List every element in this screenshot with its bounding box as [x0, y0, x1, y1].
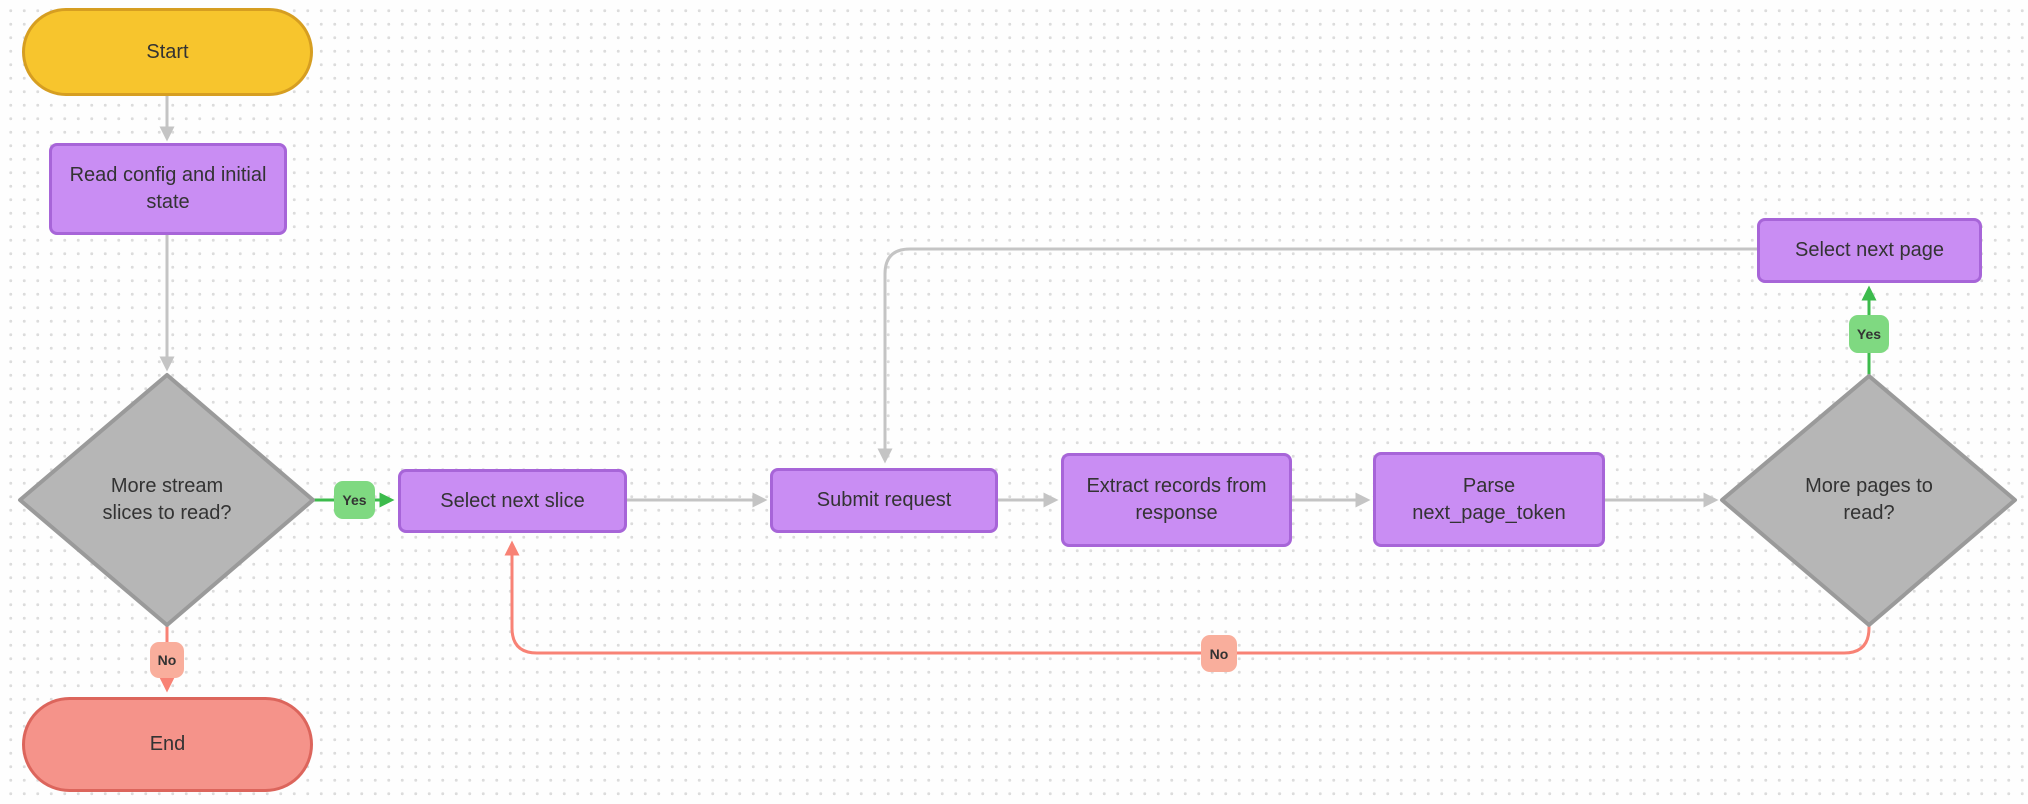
node-end[interactable]: End: [22, 697, 313, 792]
node-read-config-label: Read config and initial state: [69, 164, 267, 213]
node-select-next-page-label: Select next page: [1795, 239, 1944, 261]
node-select-next-page[interactable]: Select next page: [1757, 218, 1982, 283]
node-end-label: End: [149, 733, 186, 755]
edge-label-no-pages[interactable]: No: [1201, 635, 1237, 672]
node-select-next-slice[interactable]: Select next slice: [398, 469, 627, 533]
node-start[interactable]: Start: [22, 8, 313, 96]
edge-more-pages-no: [504, 540, 1871, 655]
node-parse-token[interactable]: Parse next_page_token: [1373, 452, 1605, 547]
edge-label-yes-pages[interactable]: Yes: [1849, 315, 1889, 353]
node-extract-records[interactable]: Extract records from response: [1061, 453, 1292, 547]
node-extract-records-label: Extract records from response: [1086, 475, 1267, 524]
edge-label-yes-slices[interactable]: Yes: [334, 481, 375, 519]
node-read-config[interactable]: Read config and initial state: [49, 143, 287, 235]
node-submit-request-label: Submit request: [816, 489, 952, 511]
edge-select-next-page-to-submit-request: [877, 247, 1757, 464]
node-select-next-slice-label: Select next slice: [440, 489, 585, 512]
node-start-label: Start: [146, 40, 189, 63]
node-more-slices-decision[interactable]: [18, 373, 315, 627]
node-more-pages-decision[interactable]: [1720, 374, 2017, 627]
node-submit-request[interactable]: Submit request: [770, 468, 998, 533]
node-parse-token-label: Parse next_page_token: [1412, 474, 1566, 524]
edge-label-no-slices[interactable]: No: [150, 642, 184, 678]
